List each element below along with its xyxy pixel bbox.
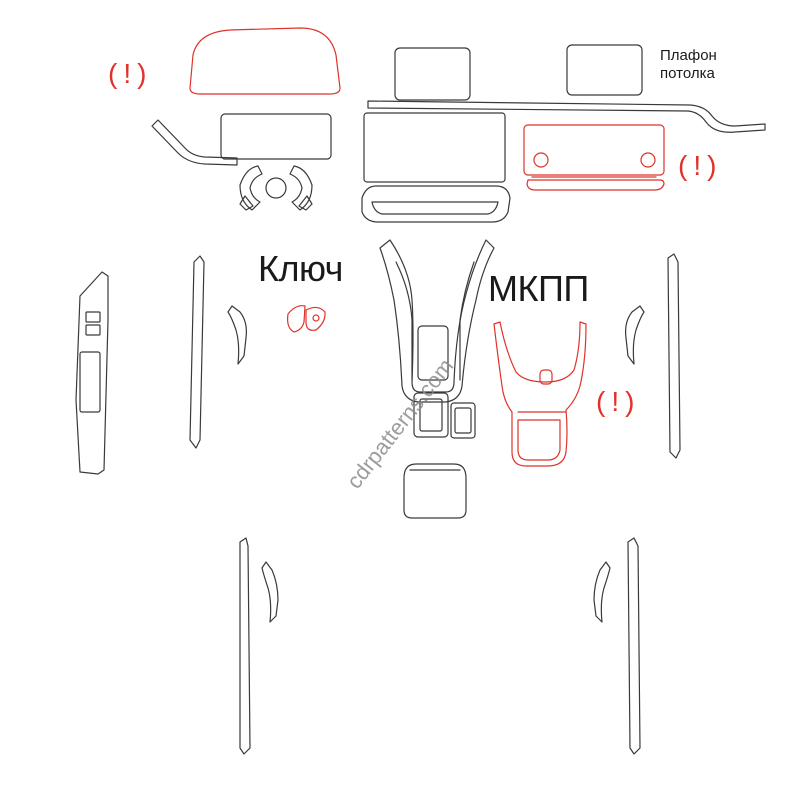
ceiling-light-label-line-2: потолка (660, 65, 715, 82)
center-console-cup-outline (417, 325, 449, 381)
key-label: Ключ (258, 248, 343, 289)
right-long-strip-outline (667, 253, 681, 459)
steering-spoke-right-inner-outline (298, 195, 313, 211)
console-piece-left-inner-outline (419, 398, 443, 432)
manual-gearbox-inner-outline (517, 411, 567, 461)
climate-knob-left-outline (533, 152, 549, 168)
window-switch-upper-outline (85, 311, 101, 323)
console-bin-outline (403, 463, 467, 519)
rear-right-strip-outline (627, 537, 641, 755)
key-shell-button-outline (312, 314, 320, 322)
climate-knob-right-outline (640, 152, 656, 168)
console-piece-right-outline (450, 402, 476, 439)
instrument-cluster-outline (189, 27, 341, 95)
console-piece-right-inner-outline (454, 407, 472, 434)
rear-right-curve-outline (593, 561, 611, 623)
rear-left-curve-outline (261, 561, 279, 623)
window-switch-lower-outline (85, 324, 101, 336)
infotainment-screen-outline (363, 112, 506, 183)
left-vent-trim-outline (151, 119, 238, 166)
steering-spoke-left-outline (239, 165, 263, 211)
key-shell-right-outline (305, 306, 326, 331)
rear-left-strip-outline (239, 537, 251, 755)
steering-spoke-right-outline (289, 165, 313, 211)
steering-spoke-left-inner-outline (239, 195, 254, 211)
right-curve-trim-outline (625, 305, 645, 365)
manual-gearbox-label: МКПП (488, 268, 589, 309)
upper-cubby-left-outline (394, 47, 471, 101)
center-console-inner-outline (395, 261, 475, 381)
gear-knob-outline (539, 369, 553, 385)
climate-panel-outline (523, 124, 665, 176)
dash-strip-outline (367, 100, 766, 133)
ceiling-light-label-line-1: Плафон (660, 47, 717, 64)
warning-mark-climate: (!) (678, 150, 723, 181)
steering-hub-outline (265, 177, 287, 199)
center-display-outline (220, 113, 332, 160)
warning-mark-gearbox: (!) (596, 386, 641, 417)
upper-cubby-right-outline (566, 44, 643, 96)
ceiling-light-label: Плафон потолка (660, 47, 717, 83)
window-switch-panel-outline (79, 351, 101, 413)
manual-gearbox-outline (493, 321, 587, 467)
screen-lower-trim-outline (361, 185, 511, 223)
climate-lower-trim-outline (526, 179, 665, 191)
console-piece-left-outline (413, 392, 449, 438)
screen-lower-trim-inner-outline (371, 201, 499, 215)
key-shell-left-outline (287, 305, 306, 333)
left-long-strip-outline (189, 255, 205, 449)
left-door-trim-outline (75, 271, 109, 475)
warning-mark-cluster: (!) (108, 58, 153, 89)
left-curve-trim-outline (227, 305, 247, 365)
